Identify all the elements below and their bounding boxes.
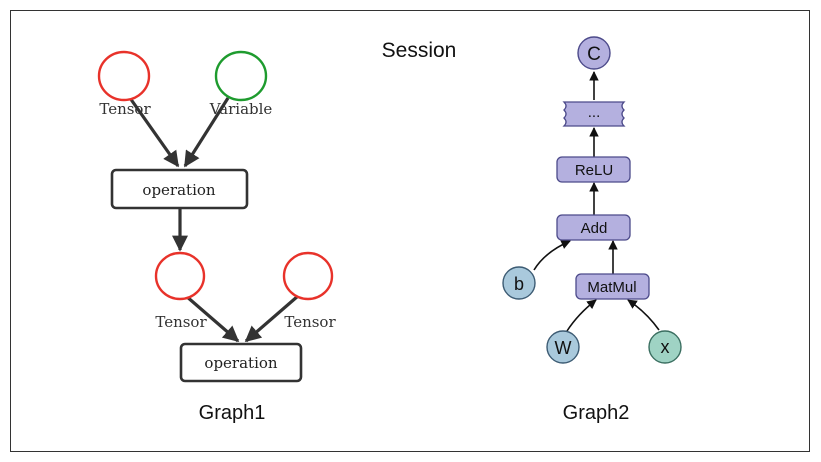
matmul-node	[575, 273, 650, 300]
edge-b-add	[533, 240, 571, 271]
edge-x-matmul	[627, 299, 660, 331]
graph2: C ... ReLU Add b MatMul W x Graph2	[502, 36, 682, 424]
ellipsis-label: ...	[588, 104, 601, 121]
variable-node	[214, 50, 268, 102]
operation-box-2	[179, 342, 303, 383]
tensor-label-2: Tensor	[155, 313, 207, 331]
w-node	[546, 330, 580, 364]
b-node	[502, 266, 536, 300]
session-title: Session	[382, 39, 457, 62]
c-node	[577, 36, 611, 70]
relu-label: ReLU	[575, 162, 613, 179]
c-label: C	[587, 44, 601, 65]
edge-tensor2-op2	[184, 294, 240, 343]
tensor-label-1: Tensor	[99, 100, 151, 118]
operation-label-1: operation	[142, 181, 215, 199]
edge-variable-op1	[183, 97, 230, 168]
x-label: x	[661, 337, 670, 357]
b-label: b	[514, 274, 524, 294]
x-node	[648, 330, 682, 364]
edge-tensor1-op1	[128, 97, 180, 168]
graph1-caption: Graph1	[199, 402, 266, 424]
graph1: Tensor Variable operation Tensor Tensor …	[97, 50, 336, 424]
matmul-label: MatMul	[587, 279, 636, 296]
tensor-node-3	[282, 251, 334, 301]
operation-box-1	[110, 168, 249, 210]
session-frame	[10, 10, 810, 452]
relu-node	[556, 156, 631, 183]
tensor-node-2	[154, 251, 206, 301]
add-label: Add	[581, 220, 608, 237]
variable-label: Variable	[209, 100, 273, 118]
tensor-label-3: Tensor	[284, 313, 336, 331]
edge-tensor3-op2	[244, 294, 300, 343]
operation-label-2: operation	[204, 354, 277, 372]
graph2-caption: Graph2	[563, 402, 630, 424]
add-node	[556, 214, 631, 241]
w-label: W	[555, 338, 572, 358]
edge-w-matmul	[566, 299, 597, 332]
ellipsis-node	[562, 101, 626, 127]
tensor-node-1	[97, 50, 151, 102]
